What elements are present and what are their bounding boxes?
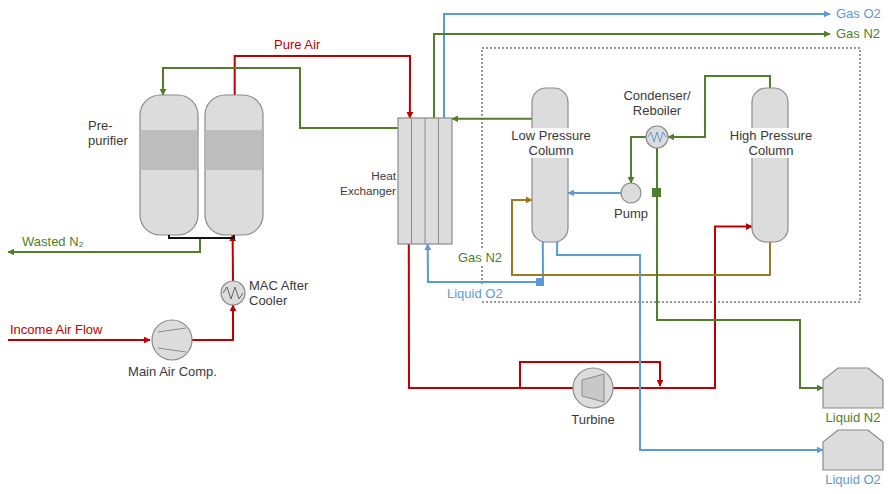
node-label: Condenser/ Reboiler xyxy=(617,88,697,118)
flow-line xyxy=(232,235,234,281)
main-air-compressor: Main Air Comp. xyxy=(120,318,225,382)
node-label: Liquid O2 xyxy=(818,472,888,487)
flow-line xyxy=(409,244,573,388)
port-area xyxy=(752,88,788,242)
high-pressure-column: High Pressure Column xyxy=(719,86,823,244)
port-area xyxy=(532,88,568,242)
flow-line xyxy=(631,137,646,183)
port-area xyxy=(573,368,613,408)
high-pressure-column-shape xyxy=(719,86,823,244)
heat-exchanger-shape xyxy=(338,116,454,246)
port-area xyxy=(152,320,192,360)
node-label: Low Pressure Column xyxy=(509,128,593,158)
node-label: Heat Exchanger xyxy=(338,168,396,198)
low-pressure-column-shape xyxy=(503,86,599,244)
node-label: Main Air Comp. xyxy=(120,364,225,379)
flow-label: Wasted N₂ xyxy=(20,234,86,249)
flow-line xyxy=(568,192,621,194)
port-area xyxy=(221,281,245,305)
flow-label: Income Air Flow xyxy=(8,322,104,337)
port-area xyxy=(646,126,668,148)
node-label: Turbine xyxy=(560,412,626,427)
port-area xyxy=(823,368,883,408)
low-pressure-column: Low Pressure Column xyxy=(503,86,599,244)
edge-label: Liquid O2 xyxy=(445,286,505,301)
port-area xyxy=(398,118,452,244)
pre-purifier-shape xyxy=(88,88,270,240)
pre-purifier: Pre- purifier xyxy=(88,88,270,240)
flow-line xyxy=(613,227,752,388)
flow-line xyxy=(192,305,233,340)
heat-exchanger: Heat Exchanger xyxy=(338,116,454,246)
cold-box xyxy=(482,48,860,302)
node-label: Liquid N2 xyxy=(818,410,888,425)
product-label: Gas O2 xyxy=(834,6,883,21)
after-cooler: MAC After Cooler xyxy=(215,278,320,310)
node-label: MAC After Cooler xyxy=(249,278,320,308)
node-label: Pre- purifier xyxy=(88,118,140,148)
liquid-n2-tank: Liquid N2 xyxy=(818,368,888,426)
pump: Pump xyxy=(606,182,656,224)
liquid-o2-tank: Liquid O2 xyxy=(818,430,888,488)
product-label: Gas N2 xyxy=(834,26,882,41)
flow-line xyxy=(452,118,532,120)
edge-label: Pure Air xyxy=(272,37,322,52)
flow-line xyxy=(657,148,823,388)
port-area xyxy=(823,430,883,470)
turbine: Turbine xyxy=(560,366,626,430)
flow-label: Gas N2 xyxy=(456,250,504,265)
node-label: Pump xyxy=(606,206,656,221)
port-area xyxy=(621,183,641,203)
flow-line xyxy=(557,242,823,450)
condenser-reboiler: Condenser/ Reboiler xyxy=(617,88,697,150)
port-area xyxy=(140,95,263,235)
node-label: High Pressure Column xyxy=(723,128,819,158)
income-air-line xyxy=(8,339,150,341)
